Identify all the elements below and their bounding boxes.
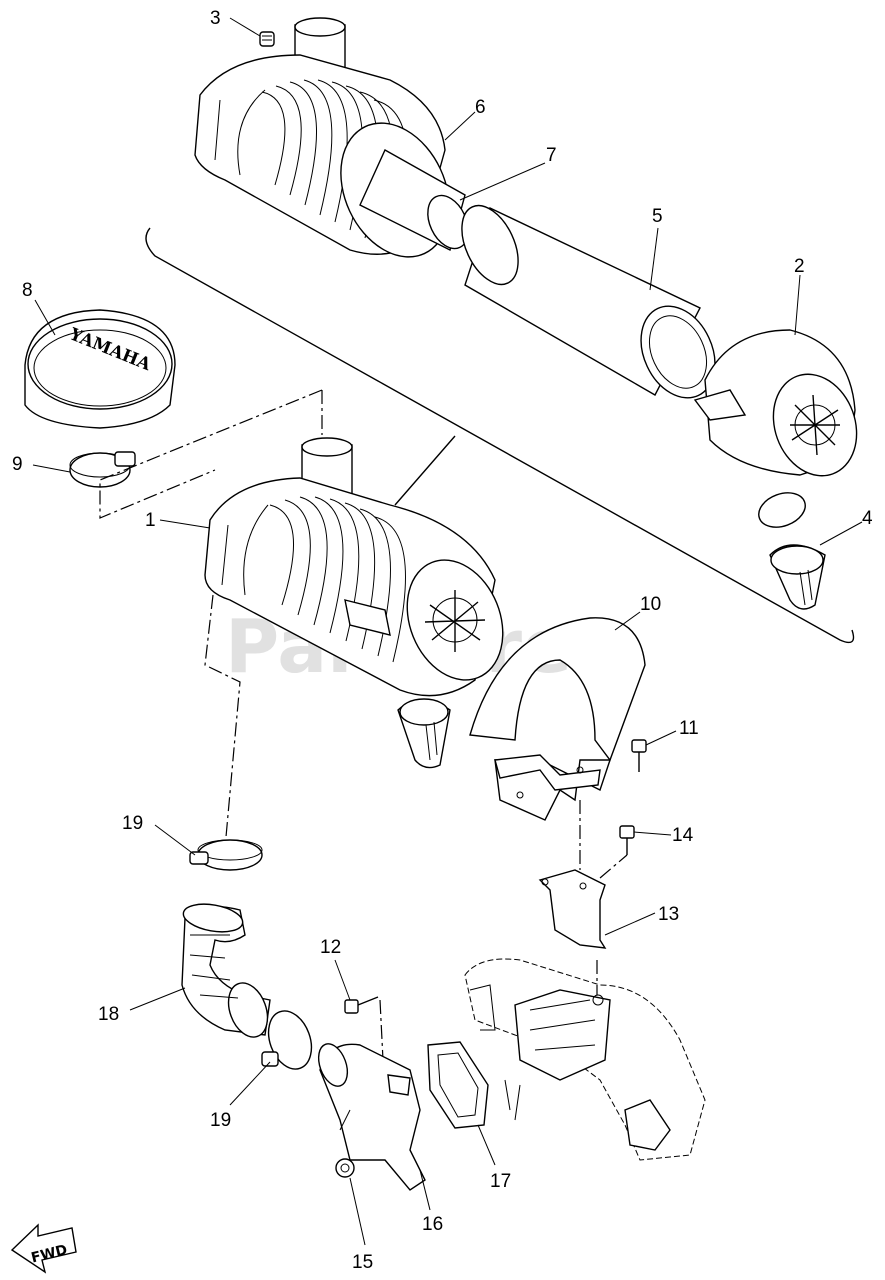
bolt-part-11 [631, 739, 647, 772]
callout-5: 5 [652, 206, 663, 227]
nut-part-15 [335, 1158, 355, 1178]
callout-14: 14 [672, 825, 694, 846]
band-part-19-upper [189, 839, 263, 871]
outer-cover-part-8: YAMAHA [24, 309, 176, 429]
filter-element-part-5 [461, 204, 716, 399]
bolt-part-12 [344, 996, 384, 1061]
callout-4: 4 [862, 508, 873, 529]
callout-8: 8 [22, 280, 33, 301]
callout-2: 2 [794, 256, 805, 277]
exploded-view-bracket [145, 227, 855, 644]
callout-3: 3 [210, 8, 221, 29]
cover-part-2 [693, 329, 858, 477]
callout-19-upper: 19 [122, 813, 143, 834]
alignment-line-lower [204, 594, 241, 849]
joint-part-16 [317, 1043, 426, 1191]
fwd-direction-arrow: FWD [10, 1223, 77, 1274]
dust-valve-part-4 [758, 492, 826, 610]
callout-10: 10 [640, 594, 661, 615]
callout-19-lower: 19 [210, 1110, 231, 1131]
callout-9: 9 [12, 454, 23, 475]
callout-7: 7 [546, 145, 557, 166]
carburetor-manifold-assembly [464, 958, 706, 1161]
band-part-19-lower [261, 1010, 313, 1070]
air-cleaner-assembly-part-1 [204, 437, 504, 769]
callout-15: 15 [352, 1252, 373, 1273]
bracket-part-13 [538, 800, 628, 949]
callout-16: 16 [422, 1214, 443, 1235]
strap-bracket-part-10 [469, 617, 646, 821]
air-cleaner-case-upper [194, 17, 469, 258]
band-part-9 [69, 451, 136, 488]
callout-labels: 3 6 7 5 2 8 9 1 4 10 11 19 14 13 12 18 1… [12, 8, 873, 1273]
leader-lines [32, 17, 863, 1246]
gasket-part-17 [427, 1041, 489, 1129]
callout-12: 12 [320, 937, 341, 958]
bolt-part-14 [619, 825, 635, 855]
alignment-line-upper [99, 389, 323, 519]
callout-1: 1 [145, 510, 156, 531]
callout-11: 11 [679, 718, 699, 739]
callout-18: 18 [98, 1004, 119, 1025]
callout-6: 6 [475, 97, 486, 118]
callout-13: 13 [658, 904, 679, 925]
callout-17: 17 [490, 1171, 511, 1192]
cap-part-3 [259, 31, 275, 47]
intake-hose-part-18 [181, 903, 271, 1038]
